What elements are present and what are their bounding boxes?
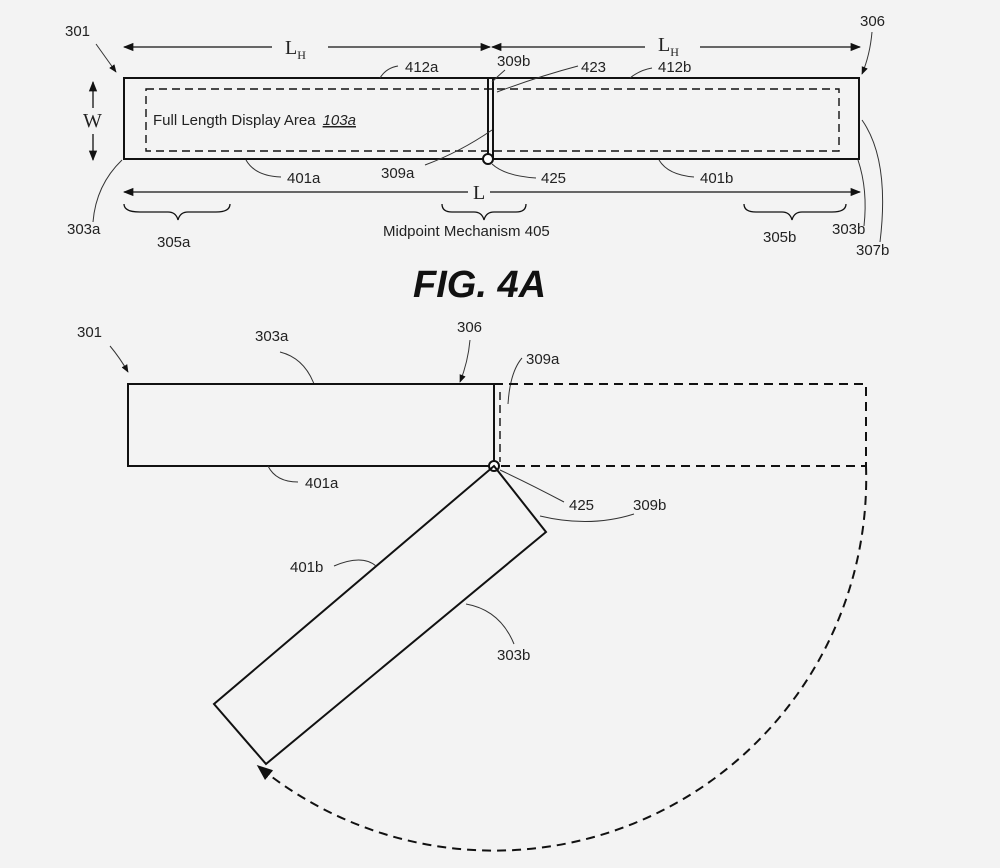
leader-303a-b (279, 351, 315, 385)
ref-301-b: 301 (77, 324, 102, 341)
leader-412b (629, 67, 653, 79)
leader-423 (496, 65, 579, 93)
ref-423: 423 (581, 59, 606, 76)
leader-303b-b (465, 603, 515, 645)
ref-303b-b: 303b (497, 647, 530, 664)
brace-305a (123, 203, 231, 221)
leader-401b-a (658, 159, 695, 178)
leader-309b-a (491, 69, 506, 83)
leader-401a-b (267, 465, 299, 483)
ref-425-a: 425 (541, 170, 566, 187)
leader-307b (861, 119, 884, 243)
ref-401a-b: 401a (305, 475, 339, 492)
ghost-right-panel (494, 383, 867, 467)
ref-303a-b: 303a (255, 328, 289, 345)
ref-412a: 412a (405, 59, 439, 76)
pivot-425-a (482, 153, 494, 165)
figure-4b: 301 303a 306 309a 401a 425 309b 401 (77, 319, 868, 852)
leader-425-b (499, 469, 565, 503)
ref-309b-a: 309b (497, 53, 530, 70)
ref-401a-a: 401a (287, 170, 321, 187)
ref-303b-a: 303b (832, 221, 865, 238)
figure-4a: LH LH 301 306 W Full Length Display Area… (65, 13, 889, 306)
ref-305b: 305b (763, 229, 796, 246)
leader-301-b (109, 345, 129, 373)
dimension-w-label: W (83, 110, 102, 132)
dimension-lh-right-label: LH (658, 34, 679, 59)
leader-309b-b (539, 513, 635, 522)
swing-arc (256, 465, 868, 852)
ref-401b-a: 401b (700, 170, 733, 187)
ref-401b-b: 401b (290, 559, 323, 576)
ref-412b: 412b (658, 59, 691, 76)
ref-309a-a: 309a (381, 165, 415, 182)
panel-303b-rotated (212, 464, 548, 766)
leader-401a-a (245, 159, 282, 178)
ref-309b-b: 309b (633, 497, 666, 514)
leader-412a (379, 65, 399, 79)
leader-306-a (861, 31, 873, 75)
leader-303a-a (92, 159, 123, 223)
brace-305b (743, 203, 847, 221)
dimension-l-label: L (473, 182, 485, 204)
leader-306-b (459, 339, 471, 383)
ref-309a-b: 309a (526, 351, 560, 368)
ref-301-a: 301 (65, 23, 90, 40)
dimension-lh-left-label: LH (285, 37, 306, 62)
ref-307b: 307b (856, 242, 889, 259)
ref-306-a: 306 (860, 13, 885, 30)
brace-midpoint (441, 203, 527, 221)
leader-301-a (95, 43, 117, 73)
midpoint-mechanism-label: Midpoint Mechanism 405 (383, 223, 550, 240)
leader-401b-b (333, 559, 377, 567)
ref-305a: 305a (157, 234, 191, 251)
panel-303a-b (127, 383, 495, 467)
leader-309a-a (424, 129, 493, 166)
ref-303a-a: 303a (67, 221, 101, 238)
leader-309a-b (507, 357, 523, 405)
leader-303b-a (857, 159, 866, 227)
ref-425-b: 425 (569, 497, 594, 514)
figure-title: FIG. 4A (413, 264, 546, 306)
leader-425-a (491, 163, 537, 179)
ref-306-b: 306 (457, 319, 482, 336)
